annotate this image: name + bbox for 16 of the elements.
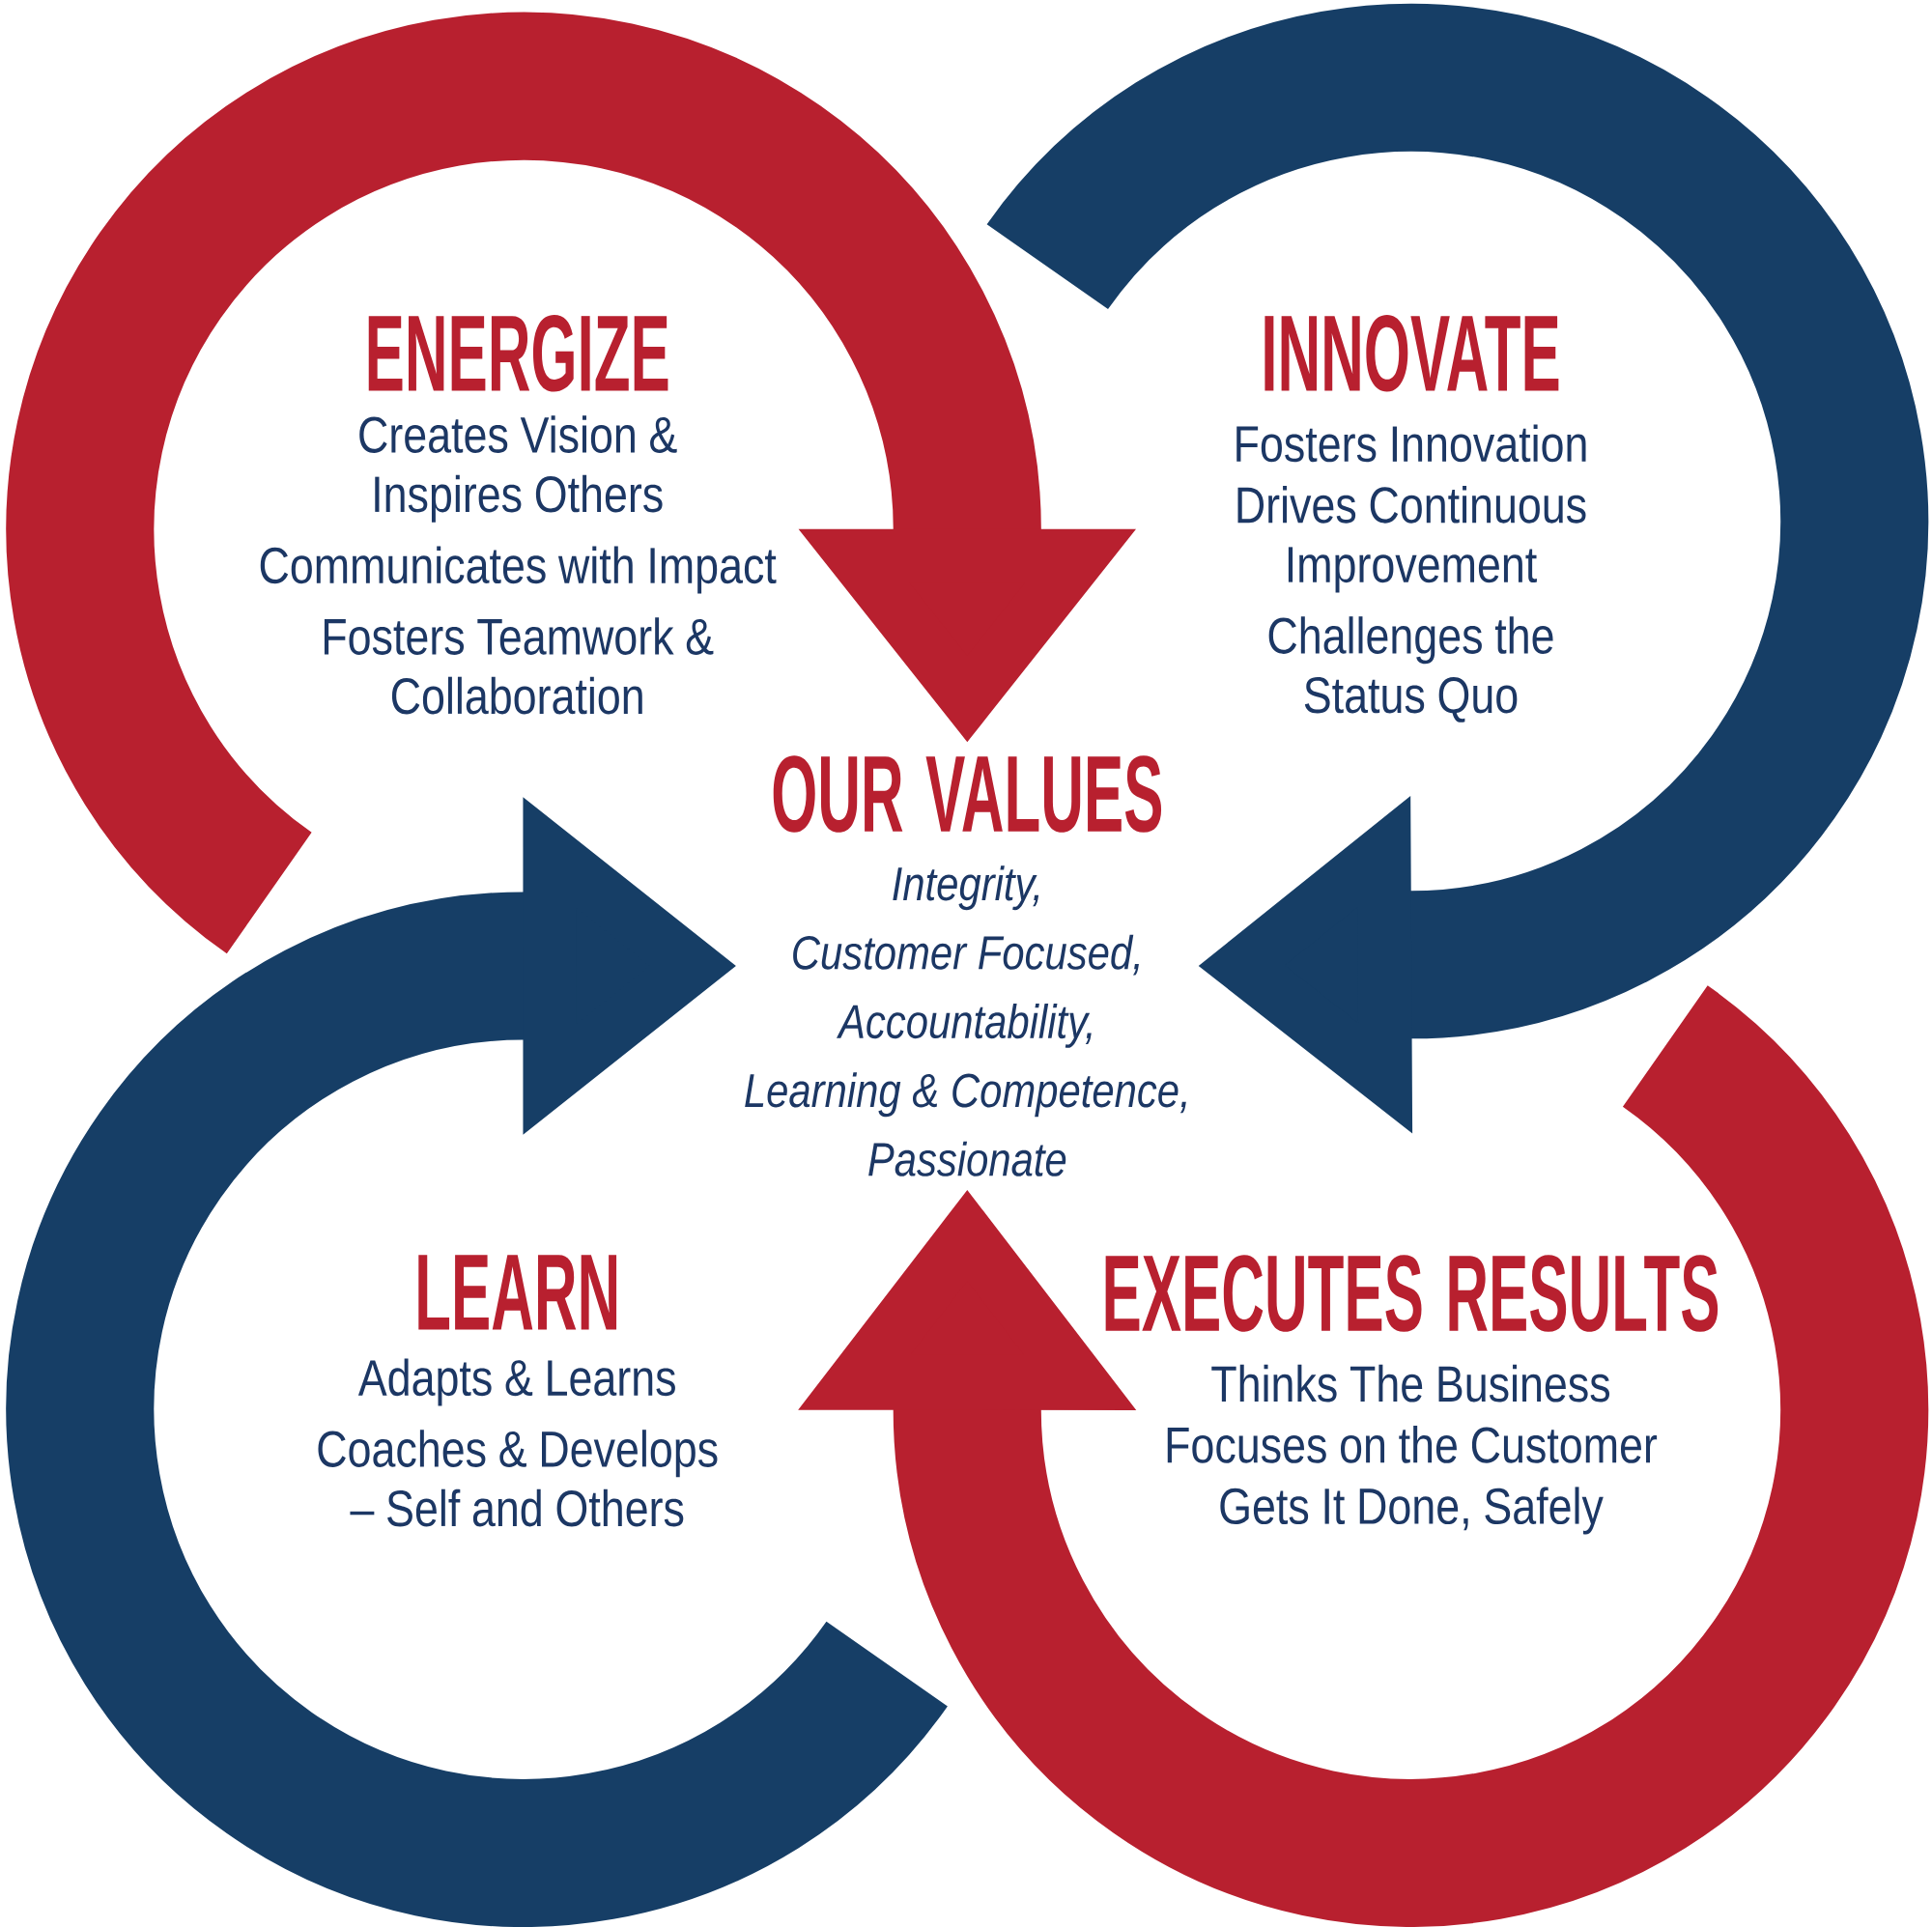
competency-text: Fosters Innovation [1236,424,1586,463]
heading: ENERGIZE [368,315,668,392]
heading: OUR VALUES [773,755,1162,833]
competency-text: Focuses on the Customer [1167,1426,1658,1463]
circular-arrow [989,4,1928,1134]
heading: INNOVATE [1264,315,1559,392]
competency-text: Gets It Done, Safely [1220,1487,1604,1535]
circular-arrow [798,988,1928,1927]
competency-text: Challenges the Status Quo [1268,616,1553,723]
competency-text: Fosters Teamwork & Collaboration [324,617,714,715]
competency-text: Drives Continuous Improvement [1237,486,1586,593]
competency-text: Communicates with Impact [260,546,777,594]
competency-text: Thinks The Business [1211,1364,1610,1403]
competency-text: Creates Vision & Inspires Others [359,415,677,523]
heading: EXECUTES RESULTS [1105,1255,1719,1332]
circular-arrow [6,13,1136,951]
